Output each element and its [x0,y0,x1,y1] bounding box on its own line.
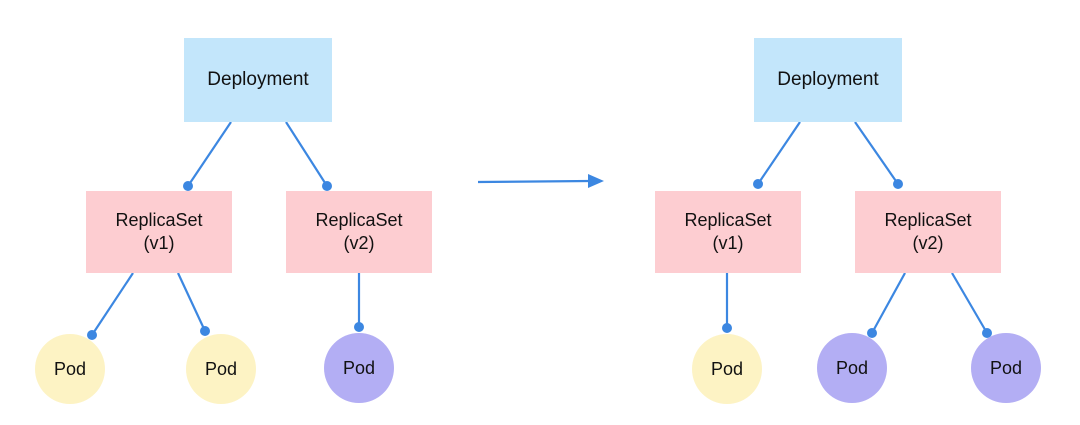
transition-arrow [477,174,604,188]
connector-dot [200,326,210,336]
connector-deployment-rs-v1 [187,121,232,187]
replicaset-version: (v2) [343,233,375,253]
pod-label: Pod [835,357,869,378]
pod-v1-circle: Pod [35,334,105,404]
replicaset-label: ReplicaSet [884,210,972,230]
connector-dot [87,330,97,340]
replicaset-label: ReplicaSet [315,210,403,230]
replicaset-version: (v1) [712,233,744,253]
connector-dot [982,328,992,338]
connector-rs-v1-pod-1 [91,272,134,336]
replicaset-v2-box: ReplicaSet (v2) [855,191,1001,273]
connector-rs-v2-pod-2 [871,272,906,334]
connector-dot [753,179,763,189]
connector-dot [867,328,877,338]
connector-dot [893,179,903,189]
after-connectors [722,121,992,338]
deployment-label: Deployment [777,69,879,90]
replicaset-v1-box: ReplicaSet (v1) [86,191,232,273]
connector-rs-v2-pod-3 [951,272,988,334]
replicaset-v2-box: ReplicaSet (v2) [286,191,432,273]
connector-dot [354,322,364,332]
replicaset-v1-box: ReplicaSet (v1) [655,191,801,273]
pod-v2-circle: Pod [324,333,394,403]
connector-dot [722,323,732,333]
replicaset-label: ReplicaSet [684,210,772,230]
deployment-box: Deployment [184,38,332,122]
pod-v2-circle: Pod [971,333,1041,403]
connector-deployment-rs-v2 [285,121,328,187]
pod-label: Pod [989,357,1023,378]
pod-label: Pod [53,358,87,379]
replicaset-version: (v1) [143,233,175,253]
pod-v1-circle: Pod [186,334,256,404]
pod-v1-circle: Pod [692,334,762,404]
before-connectors [87,121,364,340]
connector-deployment-rs-v1 [757,121,801,185]
replicaset-version: (v2) [912,233,944,253]
deployment-label: Deployment [207,69,309,90]
arrow-shaft [477,179,591,184]
pod-label: Pod [342,357,376,378]
connector-dot [183,181,193,191]
pod-label: Pod [204,358,238,379]
connector-rs-v1-pod-2 [177,272,206,332]
replicaset-label: ReplicaSet [115,210,203,230]
pod-label: Pod [710,358,744,379]
deployment-box: Deployment [754,38,902,122]
connector-deployment-rs-v2 [854,121,899,185]
pod-v2-circle: Pod [817,333,887,403]
connector-dot [322,181,332,191]
arrow-head [588,174,604,188]
